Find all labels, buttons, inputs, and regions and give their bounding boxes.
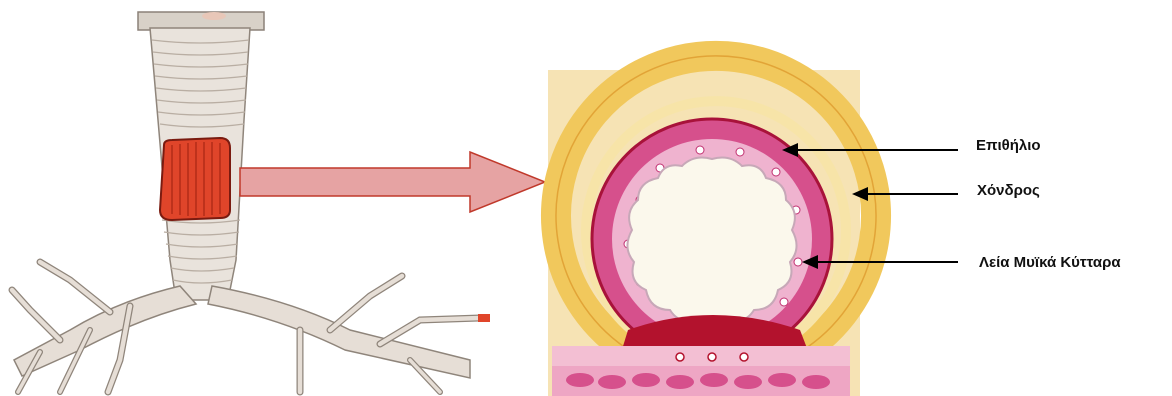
label-epithelium: Επιθήλιο (976, 137, 1041, 154)
trachea-illustration (12, 12, 490, 392)
pointer-cartilage (852, 187, 958, 201)
label-cartilage: Χόνδρος (977, 182, 1040, 199)
label-smooth-muscle: Λεία Μυϊκά Κύτταρα (979, 254, 1121, 271)
cross-section (548, 56, 876, 396)
highlight-region (160, 138, 230, 220)
zoom-arrow (240, 152, 545, 212)
